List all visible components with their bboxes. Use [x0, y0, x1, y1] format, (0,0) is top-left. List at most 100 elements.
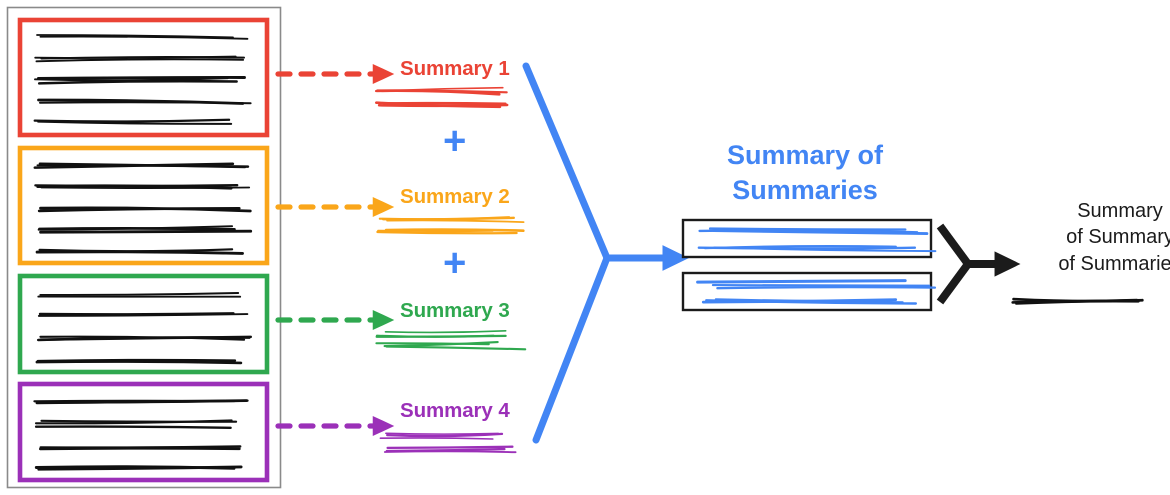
- scribble-stroke: [35, 360, 243, 365]
- scribble-stroke: [379, 437, 494, 440]
- text-line: [36, 335, 253, 342]
- chunk-to-summary-arrows: [275, 63, 395, 437]
- scribble-stroke: [696, 279, 907, 284]
- text-line: [33, 118, 233, 125]
- source-document-container: [6, 6, 282, 489]
- scribble-stroke: [383, 450, 517, 454]
- text-line: [34, 76, 246, 85]
- summary-scribbles: [374, 86, 527, 454]
- scribble-stroke: [385, 345, 527, 351]
- black-merge-top-branch: [936, 223, 972, 267]
- source-chunk-box-3[interactable]: [17, 273, 270, 375]
- sos-box-border: [681, 218, 933, 259]
- scribble-stroke: [37, 313, 249, 317]
- source-chunks: [17, 17, 270, 483]
- scribble-stroke: [39, 229, 253, 234]
- summary-3-scribble: [375, 329, 527, 351]
- scribble-stroke: [36, 34, 234, 39]
- text-line: [33, 399, 249, 405]
- text-line: [34, 184, 251, 190]
- source-chunk-box-1[interactable]: [17, 17, 270, 138]
- black-merge-bottom-branch: [936, 261, 972, 305]
- scribble-stroke: [376, 230, 518, 235]
- scribble-stroke: [38, 162, 250, 168]
- scribble-stroke: [383, 341, 499, 348]
- scribble-stroke: [40, 419, 238, 423]
- scribble-stroke: [703, 245, 897, 250]
- summary-1-scribble: [374, 86, 509, 109]
- scribble-stroke: [384, 228, 525, 233]
- summary-2-label: Summary 2: [400, 185, 510, 208]
- plus-sign-2: +: [443, 241, 467, 285]
- chunk-border: [17, 17, 270, 138]
- final-label-line-1: Summary: [1077, 200, 1163, 222]
- summary-4-scribble: [379, 432, 517, 454]
- scribble-stroke: [711, 284, 931, 287]
- source-chunk-box-4[interactable]: [17, 381, 270, 483]
- sos-title-line-2: Summaries: [732, 174, 878, 205]
- chunk-border: [17, 145, 270, 266]
- final-label-line-2: of Summary: [1066, 226, 1170, 249]
- scribble-stroke: [1011, 298, 1139, 304]
- scribble-stroke: [37, 79, 238, 85]
- scribble-stroke: [38, 447, 241, 451]
- scribble-stroke: [386, 432, 504, 438]
- scribble-stroke: [708, 227, 907, 231]
- source-chunk-box-2[interactable]: [17, 145, 270, 266]
- scribble-stroke: [36, 184, 233, 190]
- text-line: [37, 225, 253, 234]
- scribble-stroke: [34, 465, 236, 470]
- chunk-border: [17, 273, 270, 375]
- scribble-stroke: [382, 216, 515, 221]
- text-line: [35, 358, 243, 365]
- text-line: [37, 98, 252, 105]
- blue-merge-bottom-branch: [532, 254, 611, 444]
- summary-1-label: Summary 1: [400, 57, 510, 80]
- text-line: [38, 445, 242, 451]
- scribble-stroke: [38, 226, 236, 231]
- scribble-stroke: [35, 399, 248, 405]
- scribble-stroke: [386, 445, 514, 450]
- text-line: [34, 465, 243, 471]
- scribble-stroke: [33, 118, 231, 123]
- sos-box-2[interactable]: [681, 271, 937, 312]
- scribble-stroke: [39, 35, 249, 40]
- text-line: [33, 162, 250, 169]
- black-merge-arrow: [936, 223, 1021, 305]
- text-line: [37, 292, 242, 298]
- summary-4-label: Summary 4: [400, 399, 510, 422]
- scribble-stroke: [698, 229, 919, 234]
- final-summary-scribble: [1011, 297, 1144, 305]
- scribble-stroke: [386, 219, 525, 224]
- final-summary-label: Summary of Summary of Summaries: [1020, 198, 1170, 277]
- scribble-stroke: [35, 58, 245, 63]
- blue-merge-arrow: [522, 62, 689, 444]
- text-line: [35, 248, 244, 255]
- final-label-line-3: of Summaries: [1058, 252, 1170, 275]
- text-line: [34, 419, 238, 429]
- text-line: [34, 55, 246, 63]
- scribble-stroke: [716, 285, 937, 290]
- scribble-stroke: [374, 101, 502, 109]
- sos-title-line-1: Summary of: [726, 140, 884, 170]
- scribble-stroke: [37, 120, 233, 125]
- chunk-border: [17, 381, 270, 483]
- scribble-stroke: [38, 248, 234, 253]
- scribble-stroke: [376, 89, 501, 96]
- scribble-stroke: [385, 432, 500, 435]
- scribble-stroke: [705, 299, 918, 305]
- blue-merge-top-branch: [522, 62, 611, 262]
- scribble-stroke: [39, 292, 240, 296]
- sos-box-1[interactable]: [681, 218, 937, 259]
- summary-of-summaries-boxes: [681, 218, 937, 312]
- scribble-stroke: [39, 206, 252, 213]
- text-line: [36, 34, 249, 40]
- summary-2-scribble: [376, 216, 525, 235]
- plus-sign-1: +: [443, 119, 467, 163]
- summary-3-label: Summary 3: [400, 299, 510, 322]
- text-line: [37, 312, 249, 317]
- summary-of-summaries-title: Summary of Summaries: [675, 138, 935, 207]
- scribble-stroke: [39, 101, 252, 105]
